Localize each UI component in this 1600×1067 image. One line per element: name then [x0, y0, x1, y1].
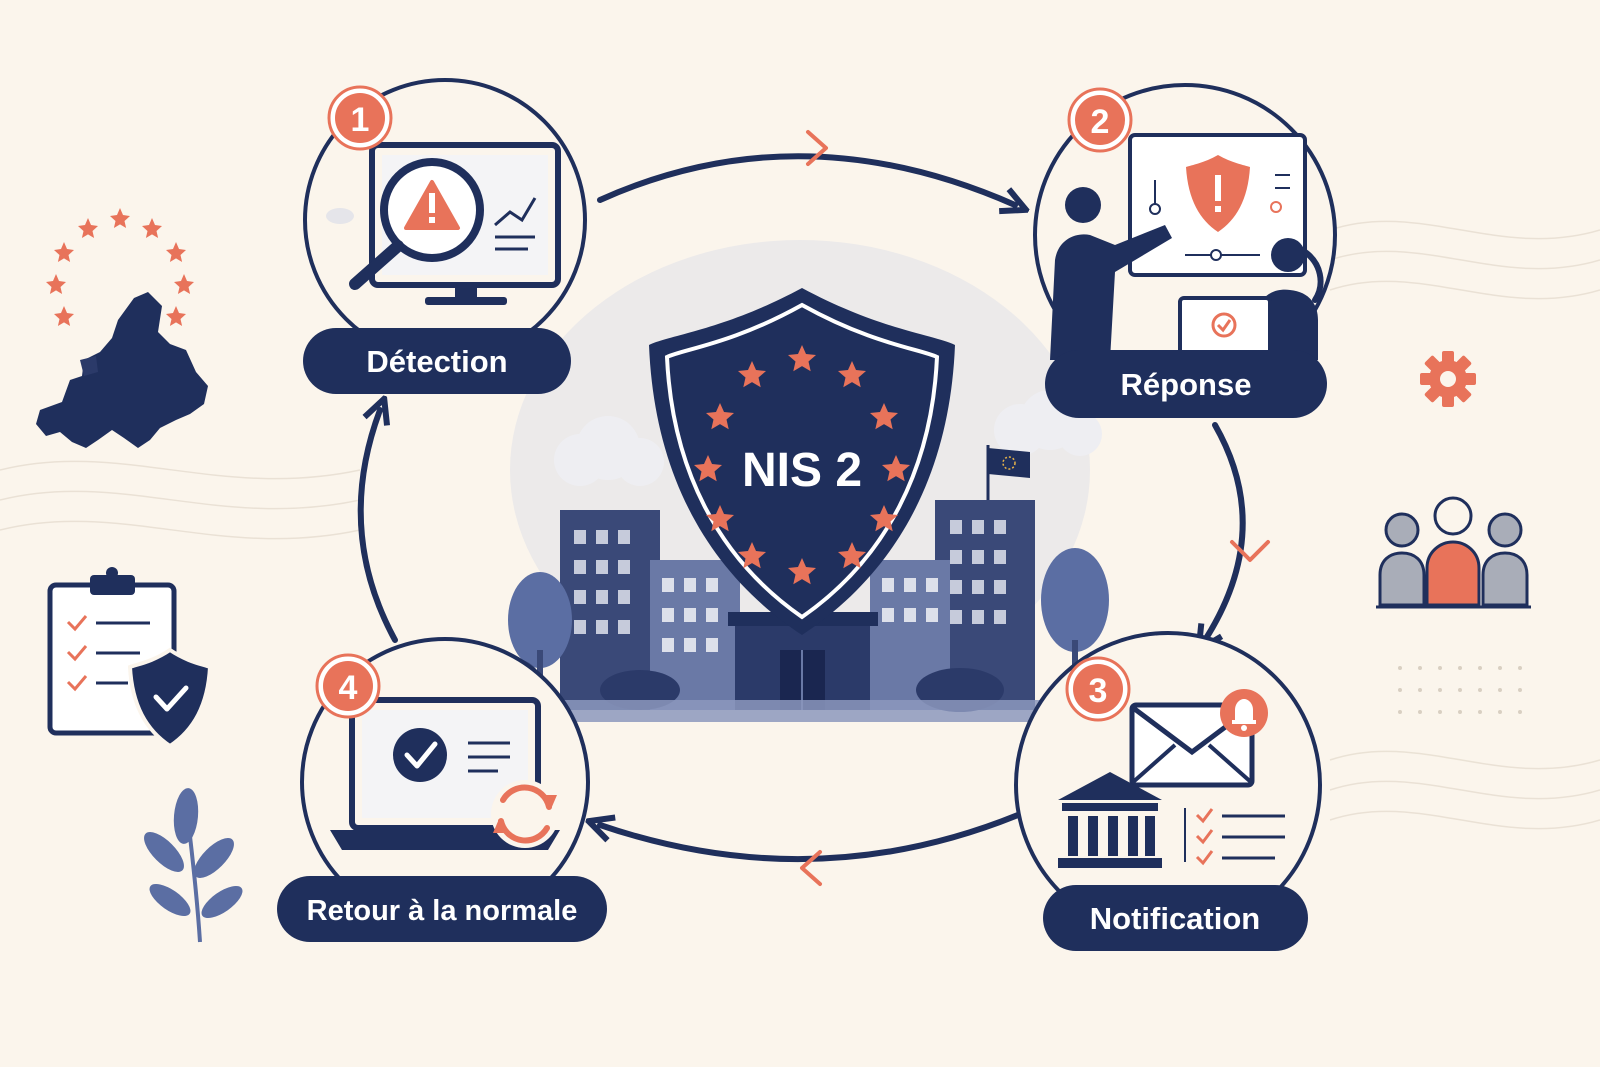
laptop-check-refresh-icon	[330, 697, 560, 850]
svg-text:1: 1	[351, 101, 370, 139]
background-waves	[0, 220, 1600, 830]
step-label-pill: Détection	[303, 328, 571, 394]
svg-text:2: 2	[1091, 103, 1110, 141]
svg-text:Retour à la normale: Retour à la normale	[307, 895, 578, 927]
step-3-notification: 3 Notification	[1014, 631, 1322, 951]
nis2-shield-icon: NIS 2	[649, 288, 955, 635]
leaf-branch-icon	[144, 788, 243, 943]
svg-text:Notification: Notification	[1090, 901, 1261, 936]
people-group-icon	[1376, 496, 1531, 609]
ground	[470, 700, 1130, 722]
building-entrance	[728, 612, 878, 710]
magnifier-warning-monitor-icon	[326, 142, 561, 305]
central-scene: NIS 2	[470, 240, 1130, 722]
step-label-pill: Réponse	[1045, 350, 1327, 418]
step-number-badge: 4	[315, 653, 381, 719]
svg-text:Détection: Détection	[366, 344, 507, 379]
team-shield-alert-icon	[1050, 133, 1324, 360]
center-title: NIS 2	[742, 444, 862, 497]
step-1-detection: 1 Détection	[303, 78, 587, 394]
direction-chevrons	[800, 130, 1270, 886]
arrow-retour-to-detection	[357, 410, 398, 643]
chevron-right-icon	[806, 130, 828, 166]
dot-grid	[1398, 666, 1522, 714]
cloud-left	[554, 416, 664, 486]
step-number-badge: 1	[327, 85, 393, 151]
eu-map-stars-icon	[36, 208, 208, 448]
clipboard-shield-icon	[47, 567, 213, 749]
step-number-badge: 2	[1067, 87, 1133, 153]
svg-text:3: 3	[1089, 672, 1108, 710]
eu-flag-icon	[986, 445, 1030, 500]
step-label-pill: Retour à la normale	[277, 876, 607, 942]
step-4-retour-a-la-normale: 4 Retour à la normale	[277, 637, 607, 942]
cycle-arrows	[357, 153, 1246, 863]
arrow-reponse-to-notification	[1205, 422, 1246, 640]
gear-icon	[1420, 351, 1476, 407]
eu-stars	[694, 345, 910, 585]
svg-text:4: 4	[339, 669, 358, 707]
step-number-badge: 3	[1065, 656, 1131, 722]
chevron-left-icon	[800, 850, 822, 886]
chevron-down-icon	[1230, 540, 1270, 562]
svg-text:Réponse: Réponse	[1121, 367, 1252, 402]
envelope-bell-institution-icon	[1058, 689, 1285, 868]
step-2-reponse: 2 Réponse	[1033, 83, 1337, 418]
arrow-notification-to-retour	[600, 807, 1033, 863]
arrow-detection-to-reponse	[597, 153, 1015, 205]
step-label-pill: Notification	[1043, 885, 1308, 951]
